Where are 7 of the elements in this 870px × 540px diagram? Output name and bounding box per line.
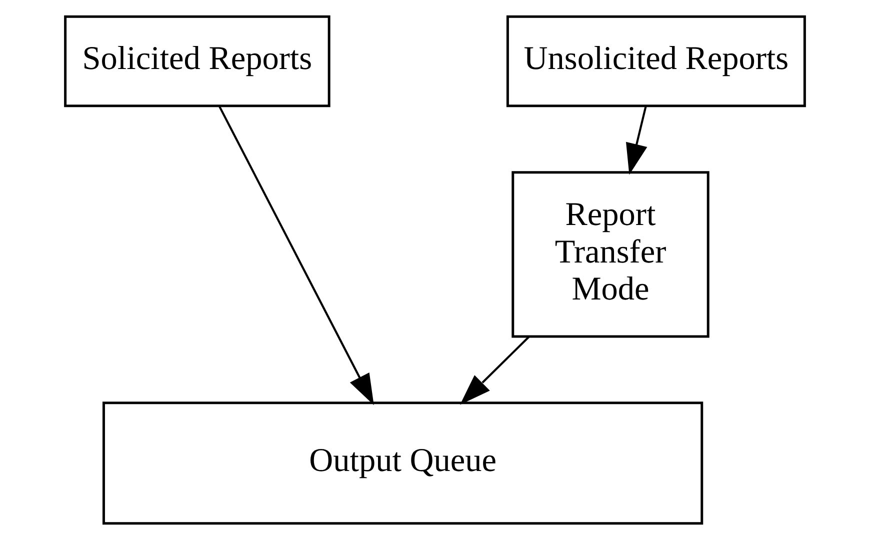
node-box: Output Queue <box>102 402 704 525</box>
node-box: Solicited Reports <box>64 15 330 108</box>
arrow <box>626 106 648 175</box>
node-box: Unsolicited Reports <box>506 15 806 108</box>
arrow <box>218 106 374 406</box>
arrow <box>460 336 530 405</box>
node-box: Report Transfer Mode <box>512 171 710 338</box>
